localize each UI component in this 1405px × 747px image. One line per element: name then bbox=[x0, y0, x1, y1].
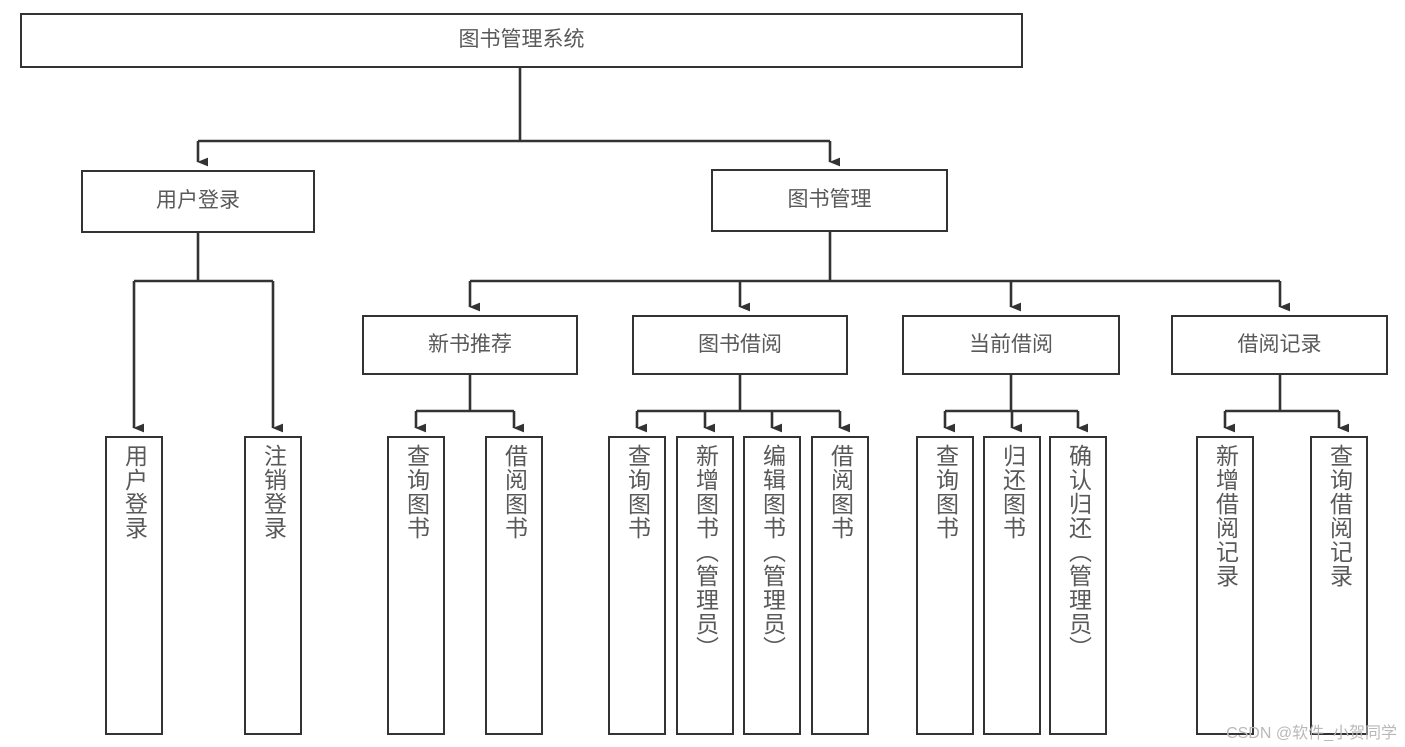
node-leaf-add-book-admin-label: 新增图书（管理员） bbox=[692, 444, 719, 660]
node-leaf-user-login[interactable]: 用户登录 bbox=[105, 436, 163, 735]
node-user-login[interactable]: 用户登录 bbox=[81, 170, 315, 233]
node-root-label: 图书管理系统 bbox=[458, 28, 585, 52]
node-leaf-query-book-borrow-label: 查询图书 bbox=[624, 444, 651, 540]
node-leaf-query-borrow-record-label: 查询借阅记录 bbox=[1326, 444, 1353, 588]
node-current-borrow[interactable]: 当前借阅 bbox=[902, 315, 1120, 375]
node-new-book-recommend-label: 新书推荐 bbox=[428, 332, 512, 356]
node-book-borrow[interactable]: 图书借阅 bbox=[632, 315, 848, 375]
node-leaf-add-borrow-record-label: 新增借阅记录 bbox=[1212, 444, 1239, 588]
node-leaf-query-book-recommend-label: 查询图书 bbox=[403, 444, 430, 540]
node-leaf-query-book-current-label: 查询图书 bbox=[932, 444, 959, 540]
node-leaf-confirm-return-admin[interactable]: 确认归还（管理员） bbox=[1049, 436, 1107, 735]
node-root[interactable]: 图书管理系统 bbox=[20, 13, 1023, 68]
node-book-borrow-label: 图书借阅 bbox=[698, 332, 782, 356]
node-leaf-borrow-book[interactable]: 借阅图书 bbox=[811, 436, 869, 735]
node-leaf-return-book[interactable]: 归还图书 bbox=[983, 436, 1041, 735]
node-leaf-query-borrow-record[interactable]: 查询借阅记录 bbox=[1310, 436, 1368, 735]
node-leaf-edit-book-admin-label: 编辑图书（管理员） bbox=[759, 444, 786, 660]
node-leaf-borrow-book-recommend-label: 借阅图书 bbox=[501, 444, 528, 540]
node-current-borrow-label: 当前借阅 bbox=[969, 332, 1053, 356]
node-leaf-add-book-admin[interactable]: 新增图书（管理员） bbox=[676, 436, 734, 735]
node-user-login-label: 用户登录 bbox=[156, 189, 240, 213]
node-borrow-record-label: 借阅记录 bbox=[1237, 332, 1322, 356]
node-leaf-query-book-recommend[interactable]: 查询图书 bbox=[387, 436, 445, 735]
node-leaf-logout-login[interactable]: 注销登录 bbox=[244, 436, 302, 735]
node-book-manage-label: 图书管理 bbox=[787, 188, 872, 212]
node-leaf-confirm-return-admin-label: 确认归还（管理员） bbox=[1065, 444, 1092, 660]
node-leaf-add-borrow-record[interactable]: 新增借阅记录 bbox=[1196, 436, 1254, 735]
node-leaf-borrow-book-recommend[interactable]: 借阅图书 bbox=[485, 436, 543, 735]
node-leaf-logout-login-label: 注销登录 bbox=[260, 444, 287, 540]
node-leaf-edit-book-admin[interactable]: 编辑图书（管理员） bbox=[743, 436, 801, 735]
node-leaf-borrow-book-label: 借阅图书 bbox=[827, 444, 854, 540]
node-leaf-query-book-current[interactable]: 查询图书 bbox=[916, 436, 974, 735]
node-leaf-return-book-label: 归还图书 bbox=[999, 444, 1026, 540]
node-leaf-user-login-label: 用户登录 bbox=[121, 444, 148, 540]
node-borrow-record[interactable]: 借阅记录 bbox=[1171, 315, 1388, 375]
node-leaf-query-book-borrow[interactable]: 查询图书 bbox=[608, 436, 666, 735]
node-book-manage[interactable]: 图书管理 bbox=[711, 169, 948, 232]
node-new-book-recommend[interactable]: 新书推荐 bbox=[362, 315, 578, 375]
